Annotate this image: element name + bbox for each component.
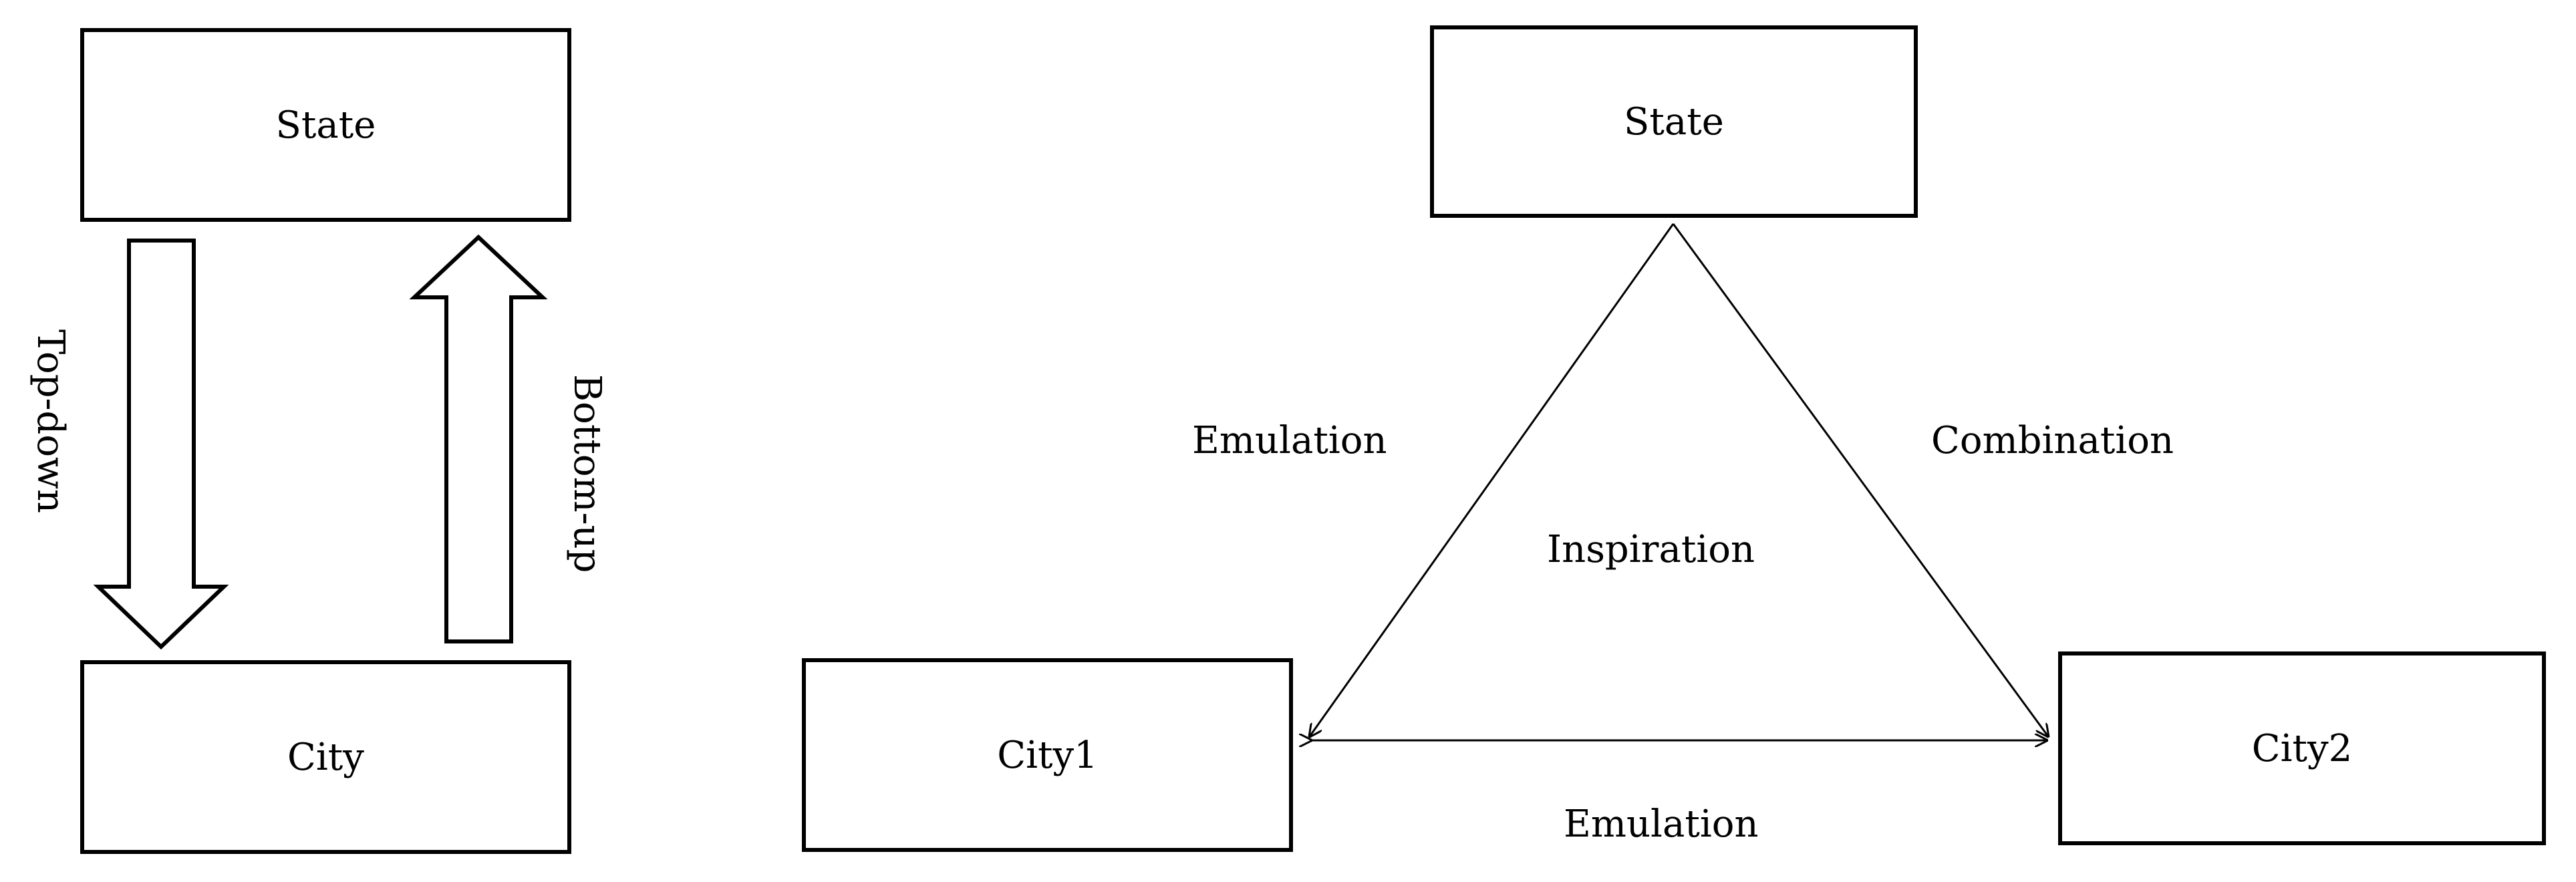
bottom-up-arrow [409, 234, 548, 643]
city2-box: City2 [2058, 651, 2546, 845]
top-down-label: Top-down [29, 329, 72, 514]
left-city-box: City [80, 660, 571, 854]
bottom-up-label: Bottom-up [565, 374, 609, 573]
city1-label: City1 [997, 733, 1098, 777]
emulation-left-label: Emulation [1192, 419, 1387, 462]
combination-label: Combination [1931, 419, 2174, 462]
city2-label: City2 [2251, 726, 2353, 770]
state-to-city1-line [1310, 223, 1675, 736]
state-to-city2-line [1672, 223, 2048, 736]
emulation-bottom-label: Emulation [1564, 802, 1759, 846]
right-state-label: State [1624, 100, 1724, 144]
top-down-arrow [93, 239, 229, 650]
left-state-label: State [275, 103, 376, 147]
inspiration-label: Inspiration [1547, 528, 1755, 571]
city1-box: City1 [802, 658, 1293, 852]
left-state-box: State [80, 28, 571, 222]
right-state-box: State [1430, 25, 1918, 218]
left-city-label: City [287, 735, 364, 779]
